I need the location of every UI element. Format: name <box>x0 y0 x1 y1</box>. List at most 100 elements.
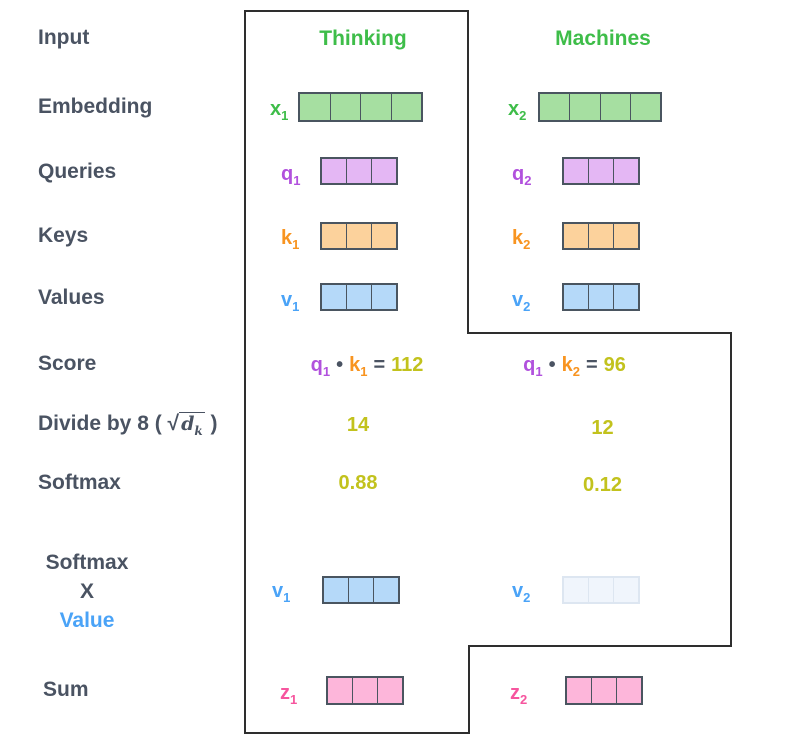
vector-cell <box>540 94 569 120</box>
row-label-queries: Queries <box>38 160 117 183</box>
vector-cell <box>373 578 398 602</box>
vector-cell <box>322 285 346 309</box>
vector-label-q1: q1 <box>281 163 301 188</box>
sqrt-dk-formula: √dk <box>167 412 211 438</box>
vector-cell <box>564 285 588 309</box>
vector-cell <box>377 678 402 703</box>
vector-q2 <box>562 157 640 185</box>
row-label-sum: Sum <box>43 678 89 701</box>
vector-k2 <box>562 222 640 250</box>
vector-cell <box>588 224 613 248</box>
column-header-thinking: Thinking <box>319 27 407 50</box>
dk-k: k <box>194 423 203 438</box>
score2-q: q1 <box>523 354 543 379</box>
vector-label-z1: z1 <box>280 682 298 707</box>
vector-cell <box>300 94 330 120</box>
vector-v1 <box>320 283 398 311</box>
vector-cell <box>390 94 422 120</box>
vector-v2 <box>562 283 640 311</box>
vector-cell <box>324 578 348 602</box>
vector-cell <box>360 94 391 120</box>
row-label-softmax-x-value: Softmax X Value <box>36 548 138 635</box>
score1-value: 112 <box>391 354 424 376</box>
score1-equals: = <box>373 354 386 376</box>
score1-dot: • <box>336 354 344 376</box>
vector-cell <box>352 678 377 703</box>
row-label-keys: Keys <box>38 224 89 247</box>
vector-cell <box>346 159 371 183</box>
row-label-values: Values <box>38 286 105 309</box>
softmax-x-value-line1: Softmax <box>45 551 129 574</box>
vector-label-k1: k1 <box>281 227 300 252</box>
vector-z2 <box>565 676 643 705</box>
score2-k: k2 <box>561 354 580 379</box>
outline-path <box>244 10 732 734</box>
vector-label-x1: x1 <box>270 98 289 123</box>
radical-sign: √ <box>167 412 180 435</box>
vector-cell <box>346 224 371 248</box>
vector-cell <box>613 224 638 248</box>
vector-label-q2: q2 <box>512 163 532 188</box>
vector-cell <box>322 159 346 183</box>
score2-dot: • <box>548 354 556 376</box>
vector-cell <box>599 94 630 120</box>
vector-cell <box>616 678 641 703</box>
vector-label-x2: x2 <box>508 98 527 123</box>
vector-cell <box>564 224 588 248</box>
row-label-softmax: Softmax <box>38 471 121 494</box>
vector-label-k2: k2 <box>512 227 531 252</box>
vector-x1 <box>298 92 423 122</box>
vector-cell <box>613 285 638 309</box>
vector-cell <box>346 285 371 309</box>
softmax-x-value-line3: Value <box>59 609 115 632</box>
dk-d: d <box>181 413 195 435</box>
vector-v1-weighted <box>322 576 400 604</box>
row-label-input: Input <box>38 26 90 49</box>
score2-equals: = <box>585 354 598 376</box>
column-header-machines: Machines <box>555 27 651 50</box>
vector-k1 <box>320 222 398 250</box>
vector-cell <box>371 159 396 183</box>
vector-cell <box>629 94 660 120</box>
row-label-divide: Divide by 8 ( √dk ) <box>38 411 218 437</box>
row-label-embedding: Embedding <box>38 95 153 118</box>
softmax-x-value-line2: X <box>79 580 94 603</box>
divide-value-machines: 12 <box>591 417 614 439</box>
vector-cell <box>569 94 599 120</box>
divide-suffix: ) <box>210 412 218 435</box>
vector-cell <box>348 578 373 602</box>
vector-cell <box>322 224 346 248</box>
divide-prefix: Divide by 8 ( <box>38 412 162 435</box>
vector-cell <box>588 578 613 602</box>
divide-value-thinking: 14 <box>346 414 370 436</box>
softmax-value-thinking: 0.88 <box>338 472 378 494</box>
vector-label-v2: v2 <box>512 289 531 314</box>
score1-k: k1 <box>349 354 368 379</box>
vector-label-v1: v1 <box>281 289 300 314</box>
vector-cell <box>613 159 638 183</box>
vector-cell <box>328 678 352 703</box>
vector-q1 <box>320 157 398 185</box>
vector-cell <box>567 678 591 703</box>
vector-label-v1-weighted: v1 <box>272 580 291 605</box>
vector-cell <box>371 285 396 309</box>
vector-cell <box>588 159 613 183</box>
vector-cell <box>613 578 638 602</box>
vector-cell <box>564 159 588 183</box>
vector-v2-weighted-faded <box>562 576 640 604</box>
row-label-score: Score <box>38 352 97 375</box>
vector-cell <box>329 94 361 120</box>
score-equation-machines: q1•k2=96 <box>492 353 657 379</box>
vector-z1 <box>326 676 404 705</box>
score2-value: 96 <box>603 354 626 376</box>
vector-cell <box>591 678 616 703</box>
vector-x2 <box>538 92 662 122</box>
vector-cell <box>371 224 396 248</box>
score1-q: q1 <box>310 354 331 379</box>
softmax-value-machines: 0.12 <box>583 474 622 496</box>
vector-label-z2: z2 <box>510 682 528 707</box>
vector-cell <box>564 578 588 602</box>
vector-label-v2-weighted: v2 <box>512 580 531 605</box>
